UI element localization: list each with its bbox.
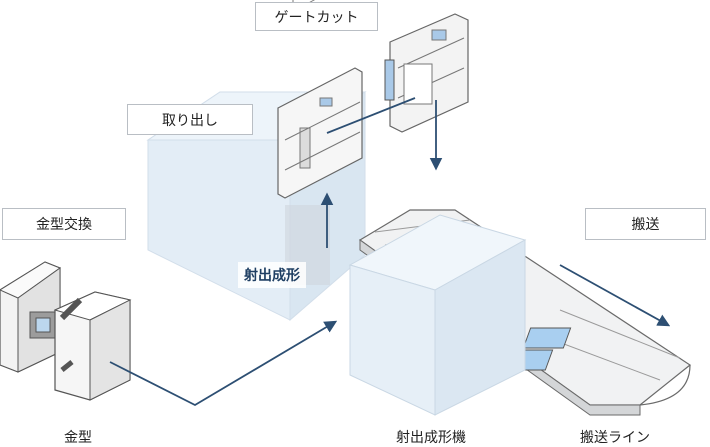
- mold-change-label: 金型交換: [2, 208, 126, 240]
- conveyor-line-caption: 搬送ライン: [580, 430, 650, 446]
- arrow-conveyor-direction: [559, 264, 671, 327]
- gate-cut-label: ゲートカット: [255, 2, 378, 31]
- arrow-mold-to-machine: [109, 320, 338, 407]
- injection-molding-label: 射出成形: [238, 262, 306, 288]
- molding-machine-caption: 射出成形機: [396, 430, 466, 446]
- molded-part-gate-cut: [384, 13, 469, 133]
- flow-arrows: [109, 97, 671, 407]
- transport-label: 搬送: [585, 208, 706, 240]
- arrow-takeout-to-gatecut: [326, 97, 416, 134]
- mold-caption: 金型: [64, 430, 92, 446]
- mold-illustration: [0, 261, 132, 401]
- take-out-label: 取り出し: [127, 104, 253, 135]
- molding-machine-front-block: [348, 214, 527, 416]
- molded-part-take-out: [277, 0, 363, 199]
